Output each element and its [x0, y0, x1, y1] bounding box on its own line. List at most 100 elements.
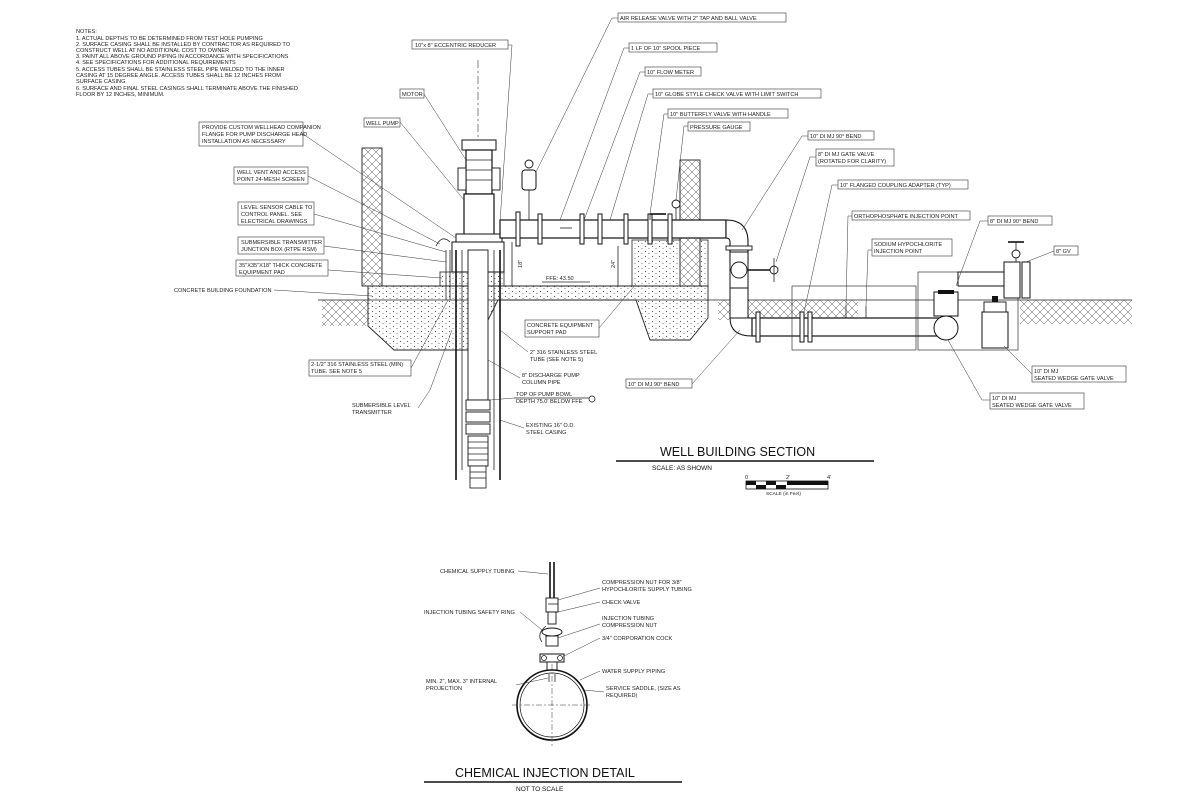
dim-18: 18" — [518, 260, 524, 268]
concrete-slab — [367, 285, 709, 351]
svg-text:0: 0 — [745, 475, 748, 481]
note-line: SURFACE CASING — [76, 79, 125, 85]
pump-bowl — [465, 399, 491, 489]
label-projection: MIN. 2", MAX. 3" INTERNAL — [426, 679, 497, 685]
label-ss-tube-min: 2-1/2" 316 STAINLESS STEEL (MIN) — [311, 362, 403, 368]
svg-text:FLANGE FOR PUMP DISCHARGE HEAD: FLANGE FOR PUMP DISCHARGE HEAD — [202, 132, 307, 138]
svg-text:SEATED WEDGE GATE VALVE: SEATED WEDGE GATE VALVE — [1034, 376, 1114, 382]
label-spool-piece: 1 LF OF 10" SPOOL PIECE — [631, 46, 701, 52]
svg-text:INJECTION POINT: INJECTION POINT — [874, 249, 923, 255]
note-line: 6. SURFACE AND FINAL STEEL CASINGS SHALL… — [76, 86, 298, 92]
air-release-valve — [521, 169, 537, 191]
svg-text:INSTALLATION AS NECESSARY: INSTALLATION AS NECESSARY — [202, 139, 286, 145]
svg-text:EQUIPMENT PAD: EQUIPMENT PAD — [239, 270, 285, 276]
note-line: 3. PAINT ALL ABOVE GROUND PIPING IN ACCO… — [76, 54, 289, 60]
well-section-scale: SCALE: AS SHOWN — [652, 465, 712, 472]
ffe-label: FFE: 43.50 — [546, 276, 574, 282]
label-flow-meter: 10" FLOW METER — [647, 70, 694, 76]
label-well-vent: WELL VENT AND ACCESS — [237, 170, 306, 176]
label-injection-nut: INJECTION TUBING — [602, 616, 654, 622]
note-line: CASING AT 15 DEGREE ANGLE. ACCESS TUBES … — [76, 73, 281, 79]
chem-title-block: CHEMICAL INJECTION DETAIL NOT TO SCALE — [424, 766, 682, 793]
svg-text:TUBE. SEE NOTE 5: TUBE. SEE NOTE 5 — [311, 369, 362, 375]
label-wellhead-flange: PROVIDE CUSTOM WELLHEAD COMPANION — [202, 125, 321, 131]
pressure-gauge — [671, 199, 681, 209]
label-safety-ring: INJECTION TUBING SAFETY RING — [424, 610, 515, 616]
label-pump-bowl: TOP OF PUMP BOWL — [516, 392, 572, 398]
label-equipment-pad: 35"X35"X18" THICK CONCRETE — [239, 263, 323, 269]
svg-text:STEEL CASING: STEEL CASING — [526, 430, 567, 436]
svg-text:(ROTATED FOR CLARITY): (ROTATED FOR CLARITY) — [818, 159, 886, 165]
label-orthophosphate: ORTHOPHOSPHATE INJECTION POINT — [854, 214, 958, 220]
label-eccentric-reducer: 10"x 8" ECCENTRIC REDUCER — [415, 43, 496, 49]
label-corp-cock: 3/4" CORPORATION COCK — [602, 636, 673, 642]
svg-text:JUNCTION BOX (RTPE RSM): JUNCTION BOX (RTPE RSM) — [241, 247, 317, 253]
label-flanged-coupling: 10" FLANGED COUPLING ADAPTER (TYP) — [840, 183, 951, 189]
well-section-title-block: WELL BUILDING SECTION SCALE: AS SHOWN 0 … — [616, 445, 874, 497]
callouts: 10"x 8" ECCENTRIC REDUCER MOTOR WELL PUM… — [174, 12, 1127, 436]
label-level-transmitter: SUBMERSIBLE LEVEL — [352, 403, 411, 409]
note-line: CONSTRUCT WELL AT NO ADDITIONAL COST TO … — [76, 48, 229, 54]
note-line: 1. ACTUAL DEPTHS TO BE DETERMINED FROM T… — [76, 36, 263, 42]
svg-text:TRANSMITTER: TRANSMITTER — [352, 410, 392, 416]
label-check-valve-detail: CHECK VALVE — [602, 600, 641, 606]
label-ss-tube-2: 2" 316 STAINLESS STEEL — [530, 350, 597, 356]
note-line: 4. SEE SPECIFICATIONS FOR ADDITIONAL REQ… — [76, 60, 236, 66]
earth-hatch — [718, 300, 858, 320]
label-building-foundation: CONCRETE BUILDING FOUNDATION — [174, 288, 271, 294]
chem-detail-title: CHEMICAL INJECTION DETAIL — [455, 766, 635, 780]
general-notes: NOTES: 1. ACTUAL DEPTHS TO BE DETERMINED… — [76, 29, 298, 98]
earth-hatch — [1020, 300, 1132, 324]
svg-text:COLUMN PIPE: COLUMN PIPE — [522, 380, 561, 386]
discharge-head — [463, 193, 495, 241]
label-wedge-gate-valve-2: 10" DI MJ — [992, 396, 1017, 402]
label-8-gv: 8" GV — [1056, 249, 1071, 255]
label-air-release-valve: AIR RELEASE VALVE WITH 2" TAP AND BALL V… — [620, 16, 757, 22]
label-concrete-support-pad: CONCRETE EQUIPMENT — [527, 323, 594, 329]
svg-text:4': 4' — [827, 475, 831, 481]
note-line: 5. ACCESS TUBES SHALL BE STAINLESS STEEL… — [76, 67, 285, 73]
chem-detail-subtitle: NOT TO SCALE — [516, 786, 564, 793]
note-line: FLOOR BY 12 INCHES, MINIMUM. — [76, 92, 165, 98]
label-junction-box: SUBMERSIBLE TRANSMITTER — [241, 240, 322, 246]
svg-text:SEATED WEDGE GATE VALVE: SEATED WEDGE GATE VALVE — [992, 403, 1072, 409]
label-bend-90-right: 8" DI MJ 90° BEND — [990, 219, 1038, 225]
notes-heading: NOTES: — [76, 29, 97, 35]
label-well-pump: WELL PUMP — [366, 121, 399, 127]
label-discharge-column: 8" DISCHARGE PUMP — [522, 373, 580, 379]
motor-body — [465, 149, 493, 195]
svg-text:TUBE (SEE NOTE 5): TUBE (SEE NOTE 5) — [530, 357, 583, 363]
label-wedge-gate-valve-1: 10" DI MJ — [1034, 369, 1059, 375]
well-assembly — [435, 60, 505, 489]
label-hypochlorite: SODIUM HYPOCHLORITE — [874, 242, 942, 248]
earth-hatch — [322, 300, 368, 326]
discharge-piping — [499, 159, 1031, 351]
svg-text:ELECTRICAL DRAWINGS: ELECTRICAL DRAWINGS — [241, 219, 308, 225]
well-section-title: WELL BUILDING SECTION — [660, 445, 815, 459]
svg-text:SUPPORT PAD: SUPPORT PAD — [527, 330, 566, 336]
svg-text:DEPTH 75.0' BELOW FFE: DEPTH 75.0' BELOW FFE — [516, 399, 583, 405]
svg-text:REQUIRED): REQUIRED) — [606, 693, 638, 699]
label-existing-casing: EXISTING 16" O.D. — [526, 423, 575, 429]
svg-text:2': 2' — [786, 475, 790, 481]
label-compression-nut: COMPRESSION NUT FOR 3/8" — [602, 580, 682, 586]
label-level-sensor-cable: LEVEL SENSOR CABLE TO — [241, 205, 313, 211]
label-check-valve: 10" GLOBE STYLE CHECK VALVE WITH LIMIT S… — [655, 92, 798, 98]
label-gate-valve: 8" DI MJ GATE VALVE — [818, 152, 875, 158]
svg-text:CONTROL PANEL. SEE: CONTROL PANEL. SEE — [241, 212, 302, 218]
svg-text:COMPRESSION NUT: COMPRESSION NUT — [602, 623, 658, 629]
label-butterfly-valve: 10" BUTTERFLY VALVE WITH HANDLE — [670, 112, 771, 118]
note-line: 2. SURFACE CASING SHALL BE INSTALLED BY … — [76, 42, 291, 48]
dim-24: 24" — [611, 260, 617, 268]
dimensions: 18" 24" FFE: 43.50 — [511, 242, 619, 286]
label-service-saddle: SERVICE SADDLE, (SIZE AS — [606, 686, 681, 692]
label-pressure-gauge: PRESSURE GAUGE — [690, 125, 743, 131]
label-bend-90-bottom: 10" DI MJ 90° BEND — [628, 382, 679, 388]
chemical-injection-drawing — [512, 562, 592, 748]
label-motor: MOTOR — [402, 92, 423, 98]
svg-text:PROJECTION: PROJECTION — [426, 686, 462, 692]
chem-callouts: CHEMICAL SUPPLY TUBING COMPRESSION NUT F… — [424, 569, 692, 699]
label-supply-tubing: CHEMICAL SUPPLY TUBING — [440, 569, 514, 575]
scale-bar: 0 2' 4' SCALE (in Feet) — [745, 475, 831, 497]
